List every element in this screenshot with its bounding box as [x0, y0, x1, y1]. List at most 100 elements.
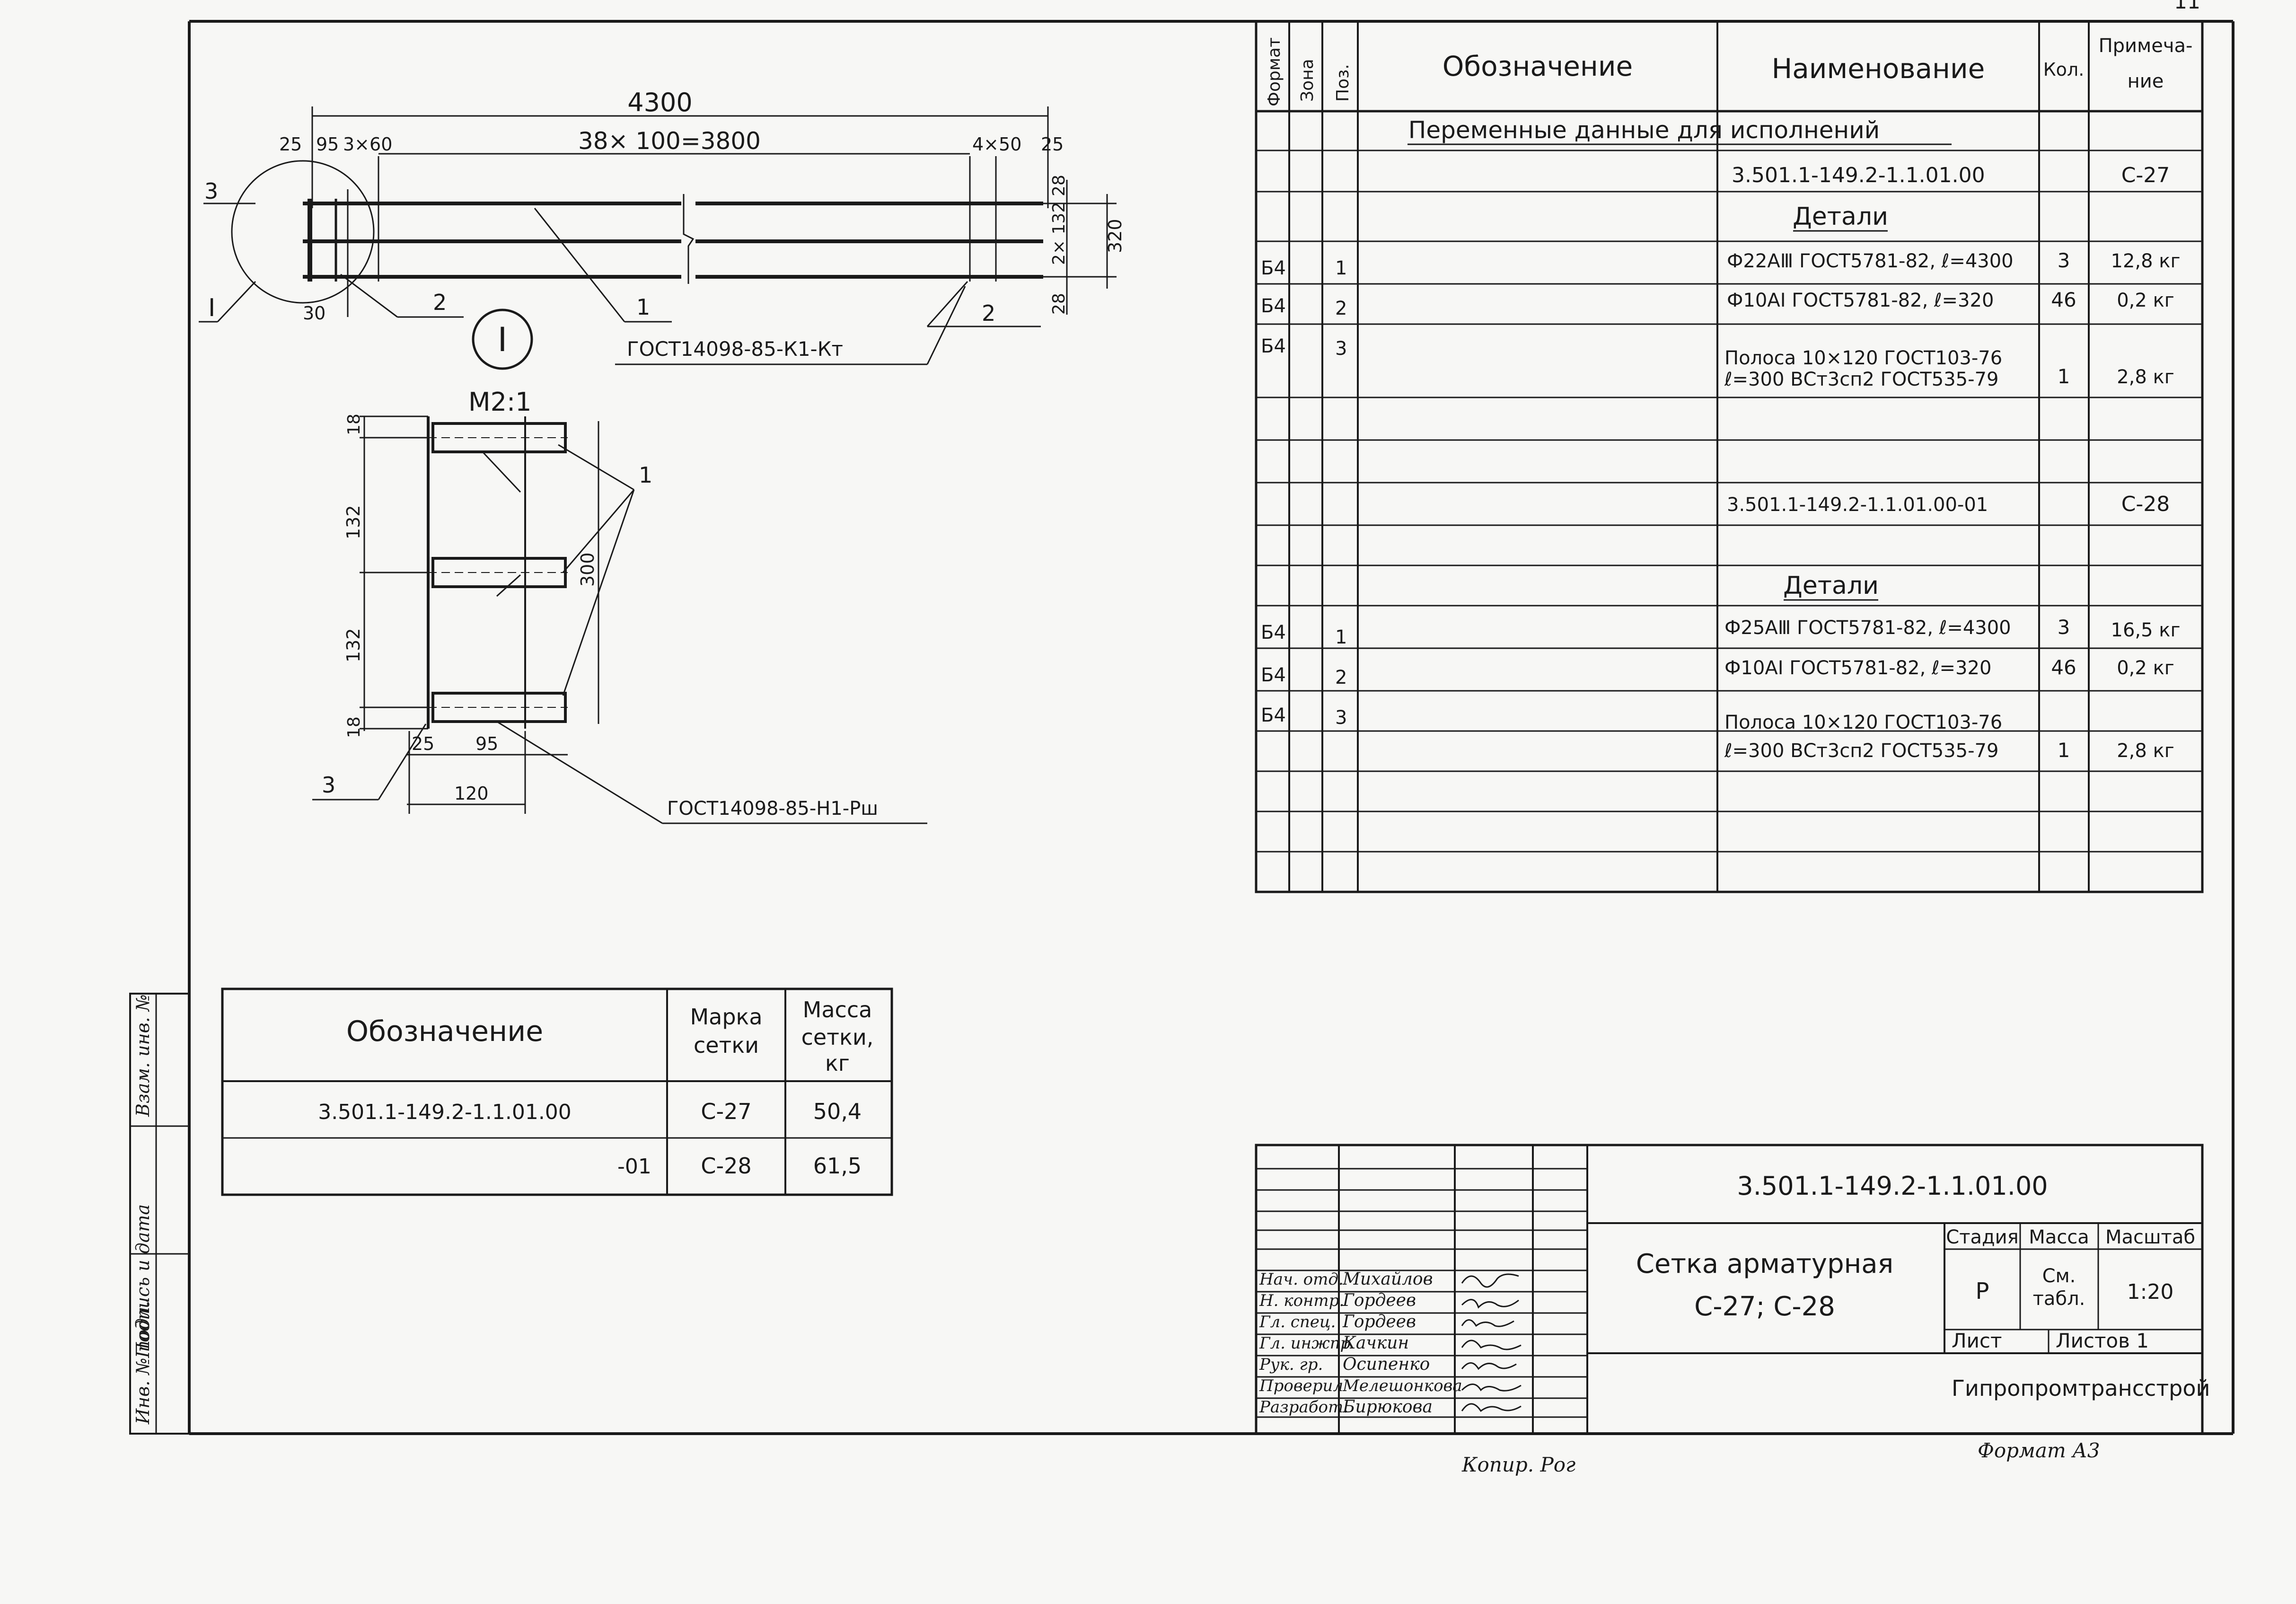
dim-span: 38× 100=3800: [578, 127, 761, 155]
dim-left-25: 25: [279, 134, 302, 155]
spec-row-note: 0,2 кг: [2117, 657, 2174, 679]
mass-row-code: 3.501.1-149.2-1.1.01.00: [318, 1100, 572, 1124]
name-2: Гордеев: [1342, 1312, 1416, 1331]
role-5: Проверил: [1259, 1376, 1343, 1395]
spec-row-note: 2,8 кг: [2117, 366, 2174, 388]
title-line1: Сетка арматурная: [1636, 1249, 1893, 1279]
role-0: Нач. отд.: [1259, 1270, 1344, 1289]
sheet-number: 11: [2174, 0, 2200, 14]
spec-section-title: Переменные данные для исполнений: [1408, 116, 1880, 144]
spec-row-name2: ℓ=300 ВСт3сп2 ГОСТ535-79: [1724, 740, 1998, 762]
title-block: 3.501.1-149.2-1.1.01.00 Сетка арматурная…: [1255, 1144, 2210, 1435]
name-1: Гордеев: [1342, 1291, 1416, 1310]
detail-dim-300: 300: [577, 552, 598, 587]
role-2: Гл. спец.: [1259, 1313, 1336, 1331]
spec-row-qty: 3: [2058, 616, 2070, 639]
spec-row-name: Полоса 10×120 ГОСТ103-76: [1724, 712, 2002, 733]
stamp-sign-label: Подпись и дата: [132, 1204, 153, 1358]
spec-row-name2: ℓ=300 ВСт3сп2 ГОСТ535-79: [1724, 369, 1998, 390]
role-6: Разработ.: [1259, 1398, 1348, 1417]
copied-note: Копир. Рог: [1461, 1453, 1575, 1476]
detail-dim-132-a: 132: [343, 505, 364, 539]
sheet-label: Лист: [1952, 1329, 2002, 1352]
spec-row-note: 2,8 кг: [2117, 740, 2174, 762]
scale-value: 1:20: [2127, 1280, 2174, 1304]
header-zone: Зона: [1298, 59, 1317, 102]
spec-row-details: Детали: [1793, 203, 1888, 231]
spec-table: Формат Зона Поз. Обозначение Наименовани…: [1255, 20, 2204, 893]
spec-row-note: 0,2 кг: [2117, 290, 2174, 311]
role-3: Гл. инжпр: [1259, 1334, 1350, 1353]
spec-row-qty: 1: [2058, 739, 2070, 762]
side-stamp: Инв. № подл. Подпись и дата Взам. инв. №: [129, 993, 190, 1435]
detail-callout-1: 1: [639, 462, 652, 488]
callout-I: I: [208, 294, 215, 322]
dim-rv-28-top: 28: [1049, 175, 1069, 196]
spec-row-pos: 3: [1335, 338, 1347, 360]
sheets-label: Листов 1: [2056, 1329, 2149, 1352]
spec-row-fmt: Б4: [1261, 335, 1286, 357]
spec-row-pos: 2: [1335, 667, 1347, 688]
spec-row-pos: 3: [1335, 707, 1347, 729]
mesh-elevation: 4300 38× 100=3800 25 95 3×60 4×50 25 3 I: [199, 88, 1126, 365]
mass-row-code: -01: [617, 1155, 651, 1179]
dim-rv-2x132: 2× 132: [1049, 202, 1069, 265]
spec-row-name: Ф10АⅠ ГОСТ5781-82, ℓ=320: [1724, 657, 1991, 679]
org-name: Гипропромтрансстрой: [1952, 1375, 2210, 1401]
spec-row-fmt: Б4: [1261, 622, 1286, 643]
header-designation: Обозначение: [1443, 50, 1633, 82]
mass-row-mark: С-28: [701, 1153, 751, 1179]
spec-row-note: С-28: [2121, 492, 2170, 516]
callout-3: 3: [204, 178, 218, 204]
name-3: Качкин: [1342, 1333, 1409, 1353]
detail-dim-25: 25: [412, 733, 434, 754]
role-4: Рук. гр.: [1259, 1355, 1323, 1374]
spec-row-pos: 1: [1335, 626, 1347, 648]
spec-row-qty: 1: [2058, 365, 2070, 388]
header-qty: Кол.: [2043, 59, 2085, 80]
spec-row-details: Детали: [1783, 572, 1879, 600]
format-label: Формат А3: [1978, 1439, 2100, 1462]
name-6: Бирюкова: [1342, 1397, 1433, 1417]
dim-rv-28-bottom: 28: [1049, 293, 1069, 315]
mass-row-mass: 50,4: [813, 1099, 862, 1124]
detail-dim-18-bottom: 18: [344, 716, 364, 738]
stamp-inv-label: Инв. № подл.: [132, 1301, 153, 1425]
dim-left-3x60: 3×60: [343, 134, 392, 155]
gost-plate-label: ГОСТ14098-85-Н1-Рш: [667, 798, 878, 820]
stage-label: Стадия: [1946, 1226, 2018, 1248]
name-5: Мелешонкова: [1342, 1376, 1462, 1395]
scale-label: Масштаб: [2105, 1226, 2195, 1248]
mass-value: См.табл.: [2033, 1265, 2085, 1310]
spec-row-name: 3.501.1-149.2-1.1.01.00: [1732, 163, 1985, 187]
spec-rows: 3.501.1-149.2-1.1.01.00 С-27 Детали Б4 1…: [1261, 163, 2180, 762]
mass-row-mark: С-27: [701, 1099, 751, 1124]
spec-row-fmt: Б4: [1261, 705, 1286, 726]
doc-code: 3.501.1-149.2-1.1.01.00: [1737, 1171, 2048, 1201]
stage-value: Р: [1976, 1278, 1989, 1304]
dim-left-95: 95: [316, 134, 339, 155]
mass-row-mass: 61,5: [813, 1153, 862, 1179]
dim-right-25: 25: [1041, 134, 1064, 155]
callout-1: 1: [636, 294, 650, 320]
spec-row-note: 16,5 кг: [2111, 619, 2181, 641]
spec-row-pos: 1: [1335, 257, 1347, 279]
spec-row-fmt: Б4: [1261, 295, 1286, 317]
spec-row-qty: 46: [2051, 656, 2076, 679]
callout-2-right: 2: [982, 300, 995, 326]
detail-dim-120: 120: [454, 783, 489, 804]
spec-row-fmt: Б4: [1261, 257, 1286, 279]
signatures: [1461, 1273, 1522, 1412]
callout-2-left: 2: [433, 290, 447, 315]
gost-mesh-label: ГОСТ14098-85-К1-Кт: [627, 337, 843, 361]
detail-dim-95: 95: [475, 733, 498, 754]
dim-rv-320: 320: [1105, 219, 1126, 253]
spec-row-name: Ф25АⅢ ГОСТ5781-82, ℓ=4300: [1724, 617, 2011, 639]
spec-row-qty: 3: [2058, 249, 2070, 272]
dim-bottom-30: 30: [303, 303, 325, 324]
spec-row-name: Полоса 10×120 ГОСТ103-76: [1724, 347, 2002, 369]
spec-row-qty: 46: [2051, 288, 2076, 311]
